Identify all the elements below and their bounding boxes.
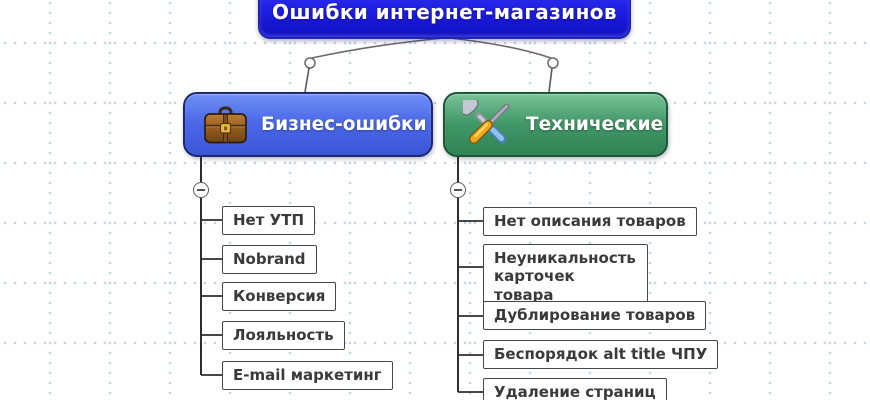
child-node-technical-1[interactable]: Неуникальность карточек товара xyxy=(483,244,648,310)
branch-node-label-business: Бизнес-ошибки xyxy=(261,114,427,135)
child-node-business-1[interactable]: Nobrand xyxy=(222,245,317,275)
connector-endpoint-circle xyxy=(304,57,316,69)
root-branch-curve-left xyxy=(311,37,445,59)
connector-endpoint-circle xyxy=(547,57,559,69)
branch-node-technical[interactable]: Технические xyxy=(443,92,668,157)
collapse-button-business[interactable] xyxy=(193,182,209,198)
child-connectors-technical xyxy=(458,220,484,393)
child-node-business-4[interactable]: E-mail маркетинг xyxy=(222,361,393,391)
minus-icon xyxy=(454,189,462,191)
branch-node-label-technical: Технические xyxy=(526,114,664,135)
wrench-screwdriver-icon xyxy=(463,99,513,150)
root-branch-curve-right xyxy=(449,37,552,59)
child-node-technical-3[interactable]: Беспорядок alt title ЧПУ xyxy=(483,340,719,370)
child-node-technical-2[interactable]: Дублирование товаров xyxy=(483,301,707,331)
child-node-technical-0[interactable]: Нет описания товаров xyxy=(483,207,697,237)
minus-icon xyxy=(197,189,205,191)
child-node-technical-4[interactable]: Удаление страниц xyxy=(483,378,667,400)
child-connectors-business xyxy=(201,219,223,376)
connector-drop-right xyxy=(548,67,553,93)
collapse-button-technical[interactable] xyxy=(450,182,466,198)
child-node-business-2[interactable]: Конверсия xyxy=(222,282,337,312)
child-node-business-0[interactable]: Нет УТП xyxy=(222,206,315,236)
branch-node-business[interactable]: Бизнес-ошибки xyxy=(183,92,433,157)
child-node-business-3[interactable]: Лояльность xyxy=(222,321,345,351)
root-node[interactable]: Ошибки интернет-магазинов xyxy=(258,0,631,39)
connector-drop-left xyxy=(304,67,310,93)
briefcase-icon xyxy=(203,106,248,144)
root-node-label: Ошибки интернет-магазинов xyxy=(272,0,617,24)
